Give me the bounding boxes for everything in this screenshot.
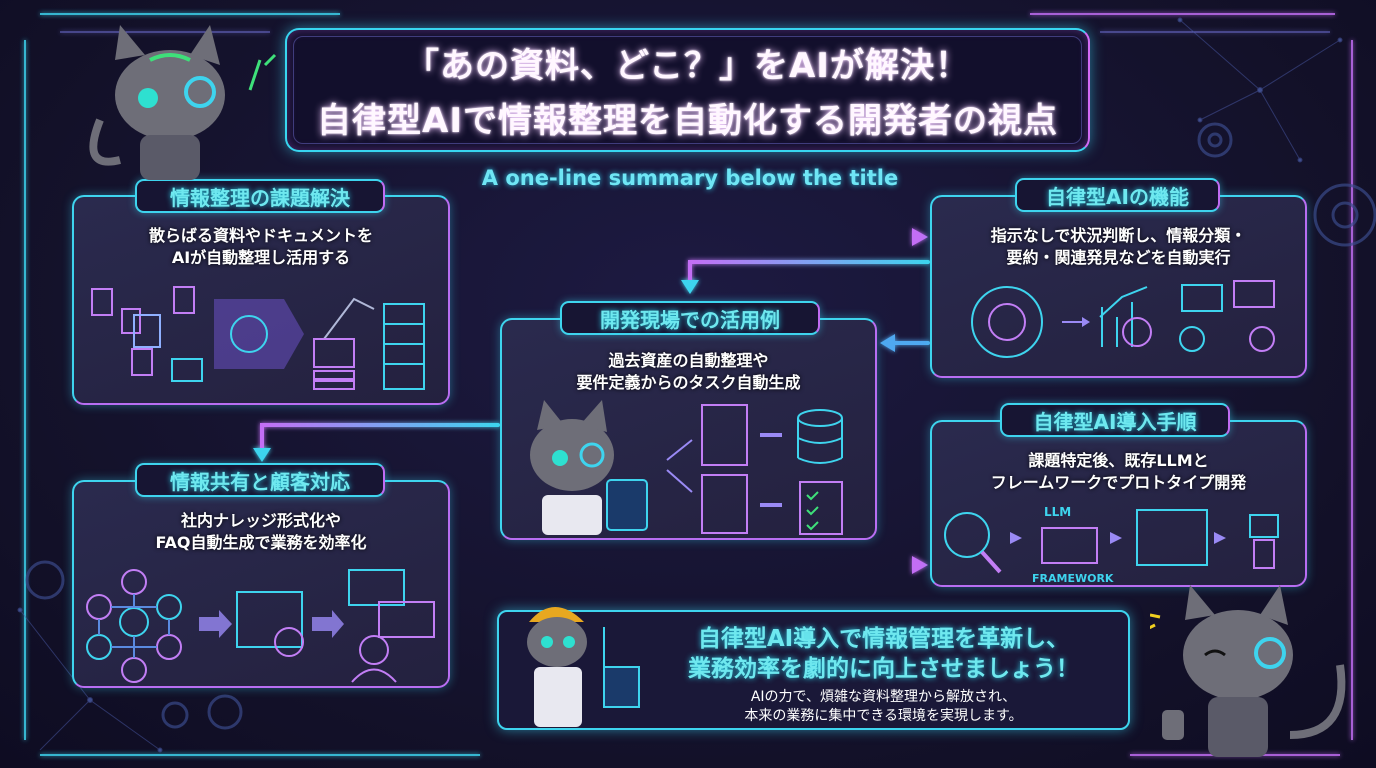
faq-bubble-icon — [378, 601, 435, 638]
desc-line: 課題特定後、既存LLMと — [1028, 451, 1209, 470]
magnifier-icon — [1179, 326, 1205, 352]
arrow-usecases-to-sharing — [260, 423, 500, 450]
blueprint-icon — [1136, 509, 1208, 566]
use-cases-illustration — [530, 400, 843, 535]
magnifier-icon — [274, 627, 304, 657]
database-icon — [797, 409, 843, 427]
badge-sharing: 情報共有と顧客対応 — [135, 463, 385, 497]
document-icon — [701, 404, 748, 466]
network-decoration — [17, 17, 1343, 753]
gear-brain-icon — [971, 286, 1043, 358]
cat-mascot-pointing-icon — [89, 25, 277, 180]
documents-to-ai-robot-illustration — [91, 286, 425, 390]
desc-line: 過去資産の自動整理や — [608, 351, 769, 370]
document-icon — [173, 286, 195, 314]
brain-icon — [230, 315, 268, 353]
desc-line: 要約・関連発見などを自動実行 — [1006, 248, 1231, 267]
panel-features: 指示なしで状況判断し、情報分類・ 要約・関連発見などを自動実行 — [930, 195, 1307, 378]
subtext-line: 本来の業務に集中できる環境を実現します。 — [744, 708, 1023, 724]
framework-label: FRAMEWORK — [1032, 572, 1114, 585]
network-people-icon — [86, 569, 182, 683]
badge-use-cases: 開発現場での活用例 — [560, 301, 820, 335]
subtext-line: AIの力で、煩雑な資料整理から解放され、 — [750, 689, 1017, 705]
document-icon — [121, 308, 141, 334]
browser-brain-icon — [236, 591, 303, 648]
subtitle: A one-line summary below the title — [481, 166, 899, 190]
robot-arm-icon — [323, 297, 375, 340]
magnifier-icon — [944, 512, 990, 558]
panel-use-cases: 過去資産の自動整理や 要件定義からのタスク自動生成 — [500, 318, 877, 540]
badge-challenge: 情報整理の課題解決 — [135, 179, 385, 213]
desc-line: フレームワークでプロトタイプ開発 — [990, 473, 1247, 492]
panel-description: 過去資産の自動整理や 要件定義からのタスク自動生成 — [502, 350, 875, 394]
headline-line: 自律型AI導入で情報管理を革新し、 — [697, 626, 1070, 652]
cat-thumbs-up-icon — [527, 607, 640, 727]
chat-bubble-icon — [1181, 284, 1223, 312]
chat-bubble-icon — [348, 569, 405, 606]
features-illustration — [971, 280, 1275, 358]
document-icon — [91, 288, 113, 316]
panel-challenge: 散らばる資料やドキュメントを AIが自動整理し活用する — [72, 195, 450, 405]
checklist-icon — [799, 481, 843, 535]
llm-label: LLM — [1044, 505, 1071, 519]
gear-decorations — [25, 122, 1376, 730]
title-line-1: 「あの資料、どこ？」をAIが解決！ — [405, 46, 970, 86]
outer-frame — [24, 13, 1353, 756]
badge-features: 自律型AIの機能 — [1015, 178, 1220, 212]
document-icon — [133, 314, 161, 348]
magnifier-icon — [1122, 317, 1152, 347]
panel-description: 課題特定後、既存LLMと フレームワークでプロトタイプ開発 — [932, 450, 1305, 494]
conclusion-callout: 自律型AI導入で情報管理を革新し、 業務効率を劇的に向上させましょう！ AIの力… — [497, 607, 1130, 730]
headline-line: 業務効率を劇的に向上させましょう！ — [688, 656, 1079, 682]
panel-steps: 課題特定後、既存LLMと フレームワークでプロトタイプ開発 LLM FRAMEW… — [930, 420, 1307, 587]
desc-line: 指示なしで状況判断し、情報分類・ — [990, 226, 1247, 245]
server-rack-icon — [383, 303, 425, 390]
cat-mascot-winking-icon — [1150, 585, 1346, 757]
folder-icon — [313, 338, 355, 368]
chart-icon — [1099, 286, 1148, 347]
arrow-icon — [214, 299, 304, 369]
chat-bubble-icon — [1233, 280, 1275, 308]
panel-description: 指示なしで状況判断し、情報分類・ 要約・関連発見などを自動実行 — [932, 225, 1305, 269]
title-line-2: 自律型AIで情報整理を自動化する開発者の視点 — [317, 101, 1058, 141]
desc-line: 要件定義からのタスク自動生成 — [576, 373, 801, 392]
desc-line: 散らばる資料やドキュメントを — [148, 226, 373, 245]
certificate-document-icon — [701, 474, 748, 534]
arrow-features-to-usecases — [688, 260, 930, 282]
callout-headline: 自律型AI導入で情報管理を革新し、 業務効率を劇的に向上させましょう！ — [649, 624, 1118, 684]
steps-illustration: LLM FRAMEWORK — [944, 505, 1279, 585]
panel-description: 散らばる資料やドキュメントを AIが自動整理し活用する — [74, 225, 448, 269]
desc-line: 社内ナレッジ形式化や — [180, 511, 341, 530]
desc-line: AIが自動整理し活用する — [171, 248, 351, 267]
document-icon — [131, 348, 153, 376]
panel-description: 社内ナレッジ形式化や FAQ自動生成で業務を効率化 — [74, 510, 448, 554]
panel-sharing: 社内ナレッジ形式化や FAQ自動生成で業務を効率化 — [72, 480, 450, 688]
folder-icon — [171, 358, 203, 382]
title-box: 「あの資料、どこ？」をAIが解決！ 自律型AIで情報整理を自動化する開発者の視点 — [285, 28, 1090, 152]
badge-steps: 自律型AI導入手順 — [1000, 403, 1230, 437]
robot-icon — [1249, 514, 1279, 538]
stack-icon — [313, 370, 355, 380]
support-agent-icon — [359, 635, 389, 665]
sharing-illustration — [86, 569, 435, 683]
callout-subtext: AIの力で、煩雑な資料整理から解放され、 本来の業務に集中できる環境を実現します… — [649, 688, 1118, 726]
cat-mascot-with-tablet-icon — [530, 400, 648, 535]
toolbox-icon — [1041, 527, 1098, 564]
desc-line: FAQ自動生成で業務を効率化 — [155, 533, 367, 552]
magnifier-icon — [1249, 326, 1275, 352]
